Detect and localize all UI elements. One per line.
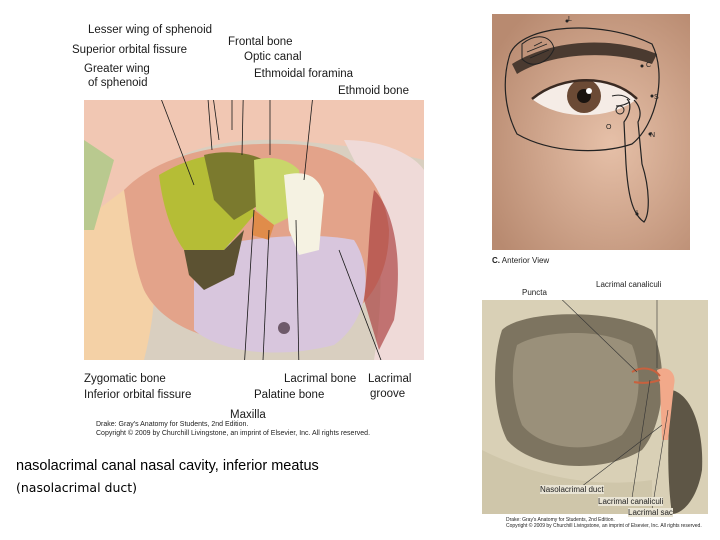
caption-description: nasal cavity, inferior meatus	[140, 458, 319, 474]
label-lacrimal-sac: Lacrimal sac	[628, 508, 673, 517]
label-greater-wing-2: of sphenoid	[88, 77, 148, 89]
orbit-illustration	[84, 100, 424, 360]
caption-term: nasolacrimal canal	[16, 458, 137, 474]
marker-c: C	[646, 62, 652, 69]
face-anterior-view-photo	[492, 14, 690, 250]
caption-line-1: nasolacrimal canal nasal cavity, inferio…	[16, 458, 319, 474]
lacrimal-credit-line-2: Copyright © 2009 by Churchill Livingston…	[506, 523, 702, 529]
label-lacrimal-canaliculi-top: Lacrimal canaliculi	[596, 280, 662, 289]
label-inferior-orbital-fissure: Inferior orbital fissure	[84, 389, 192, 401]
lacrimal-figure-credit: Drake: Gray's Anatomy for Students, 2nd …	[506, 517, 702, 529]
label-lesser-wing: Lesser wing of sphenoid	[88, 24, 213, 36]
label-puncta: Puncta	[522, 288, 547, 297]
label-maxilla: Maxilla	[230, 409, 266, 421]
label-lacrimal-groove-1: Lacrimal	[368, 373, 412, 385]
label-frontal-bone: Frontal bone	[228, 36, 293, 48]
orbit-credit-line-1: Drake: Gray's Anatomy for Students, 2nd …	[96, 421, 249, 428]
lacrimal-credit-line-1: Drake: Gray's Anatomy for Students, 2nd …	[506, 517, 615, 523]
label-lacrimal-bone: Lacrimal bone	[284, 373, 357, 385]
label-lacrimal-groove-2: groove	[370, 388, 406, 400]
marker-o: O	[606, 124, 612, 131]
marker-l: L	[568, 16, 572, 23]
orbit-figure-credit: Drake: Gray's Anatomy for Students, 2nd …	[96, 420, 370, 438]
label-nasolacrimal-duct: Nasolacrimal duct	[540, 485, 604, 494]
caption-alt-name: (nasolacrimal duct)	[16, 480, 138, 495]
label-palatine-bone: Palatine bone	[254, 389, 325, 401]
face-caption-letter: C.	[492, 256, 500, 265]
label-greater-wing-1: Greater wing	[84, 63, 150, 75]
label-superior-orbital-fissure: Superior orbital fissure	[72, 44, 188, 56]
marker-n: N	[650, 132, 656, 139]
marker-i: I	[636, 210, 638, 217]
orbit-credit-line-2: Copyright © 2009 by Churchill Livingston…	[96, 430, 371, 437]
lacrimal-apparatus-illustration	[482, 300, 708, 514]
label-ethmoid-bone: Ethmoid bone	[338, 85, 409, 97]
label-zygomatic-bone: Zygomatic bone	[84, 373, 166, 385]
marker-s: S	[654, 94, 659, 101]
label-optic-canal: Optic canal	[244, 51, 302, 63]
label-ethmoidal-foramina: Ethmoidal foramina	[254, 68, 354, 80]
face-figure-caption: C. Anterior View	[492, 256, 549, 265]
face-caption-text: Anterior View	[501, 256, 550, 265]
label-lacrimal-canaliculi-bottom: Lacrimal canaliculi	[598, 497, 664, 506]
